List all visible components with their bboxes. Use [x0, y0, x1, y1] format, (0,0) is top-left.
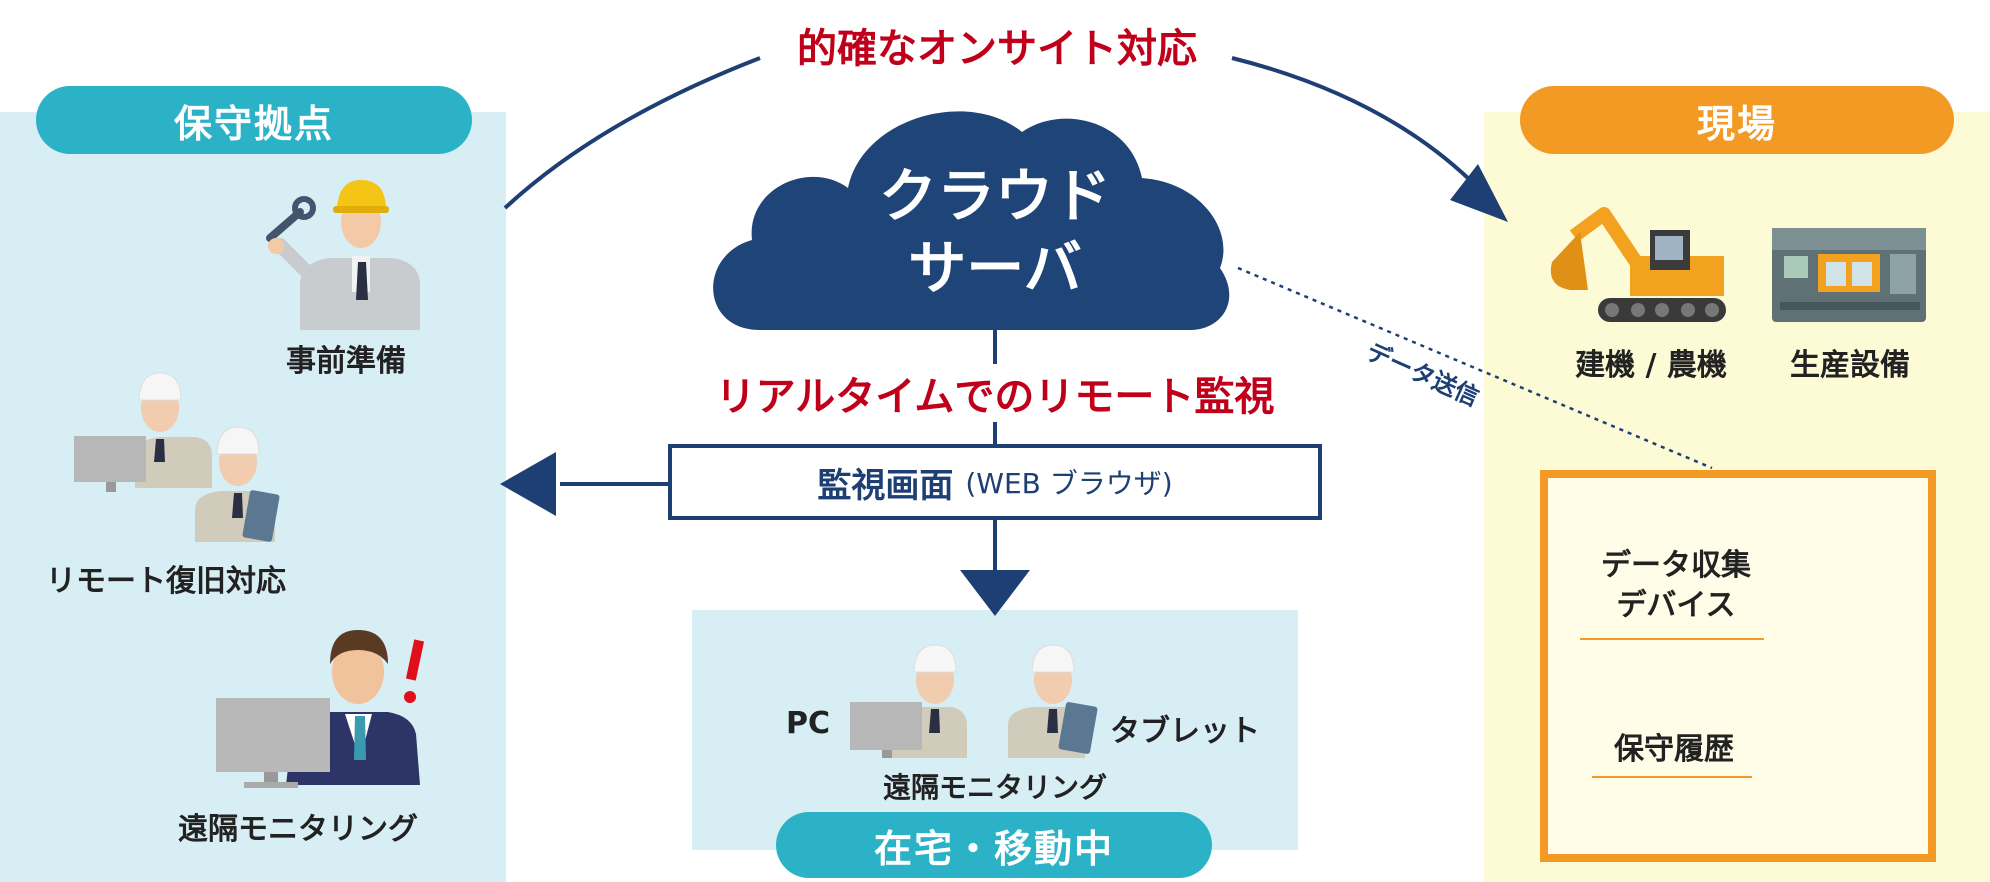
production-equipment-illustration	[1772, 228, 1926, 322]
businessman-alert-illustration	[216, 630, 425, 788]
left-item-remote-monitoring: 遠隔モニタリング	[178, 812, 418, 847]
cloud-server-label: クラウド サーバ	[820, 160, 1170, 304]
bottom-tablet-label: タブレット	[1110, 714, 1260, 749]
monitor-main-label: 監視画面	[817, 465, 954, 506]
left-item-remote-recovery: リモート復旧対応	[46, 564, 286, 599]
machines-label: 建機 / 農機	[1575, 348, 1727, 383]
maintenance-base-title: 保守拠点	[36, 86, 472, 154]
monitor-sub-label: (WEB ブラウザ)	[965, 467, 1173, 500]
history-underline	[1592, 776, 1752, 778]
device-frame	[1540, 470, 1936, 862]
data-device-label: データ収集 デバイス	[1576, 546, 1776, 626]
excavator-illustration	[1550, 207, 1726, 322]
bottom-workers-illustration	[850, 644, 1098, 758]
bottom-pc-label: PC	[786, 706, 831, 741]
bottom-panel-bg	[692, 610, 1298, 850]
bottom-remote-monitoring-label: 遠隔モニタリング	[882, 771, 1107, 804]
device-line-2: デバイス	[1616, 588, 1736, 623]
monitor-screen-box: 監視画面 (WEB ブラウザ)	[668, 444, 1322, 520]
left-item-preparation: 事前準備	[286, 344, 406, 379]
device-line-1: データ収集	[1601, 548, 1751, 583]
home-mobile-title: 在宅・移動中	[776, 812, 1212, 878]
arrow-to-bottom	[960, 570, 1030, 616]
cloud-shape	[713, 111, 1230, 330]
maintenance-history-label: 保守履歴	[1614, 732, 1734, 767]
realtime-monitoring-label: リアルタイムでのリモート監視	[680, 364, 1310, 422]
worker-wrench-illustration	[266, 180, 420, 330]
device-underline	[1580, 638, 1764, 640]
arrow-to-left	[500, 452, 556, 516]
workers-pc-tablet-illustration	[74, 372, 280, 542]
onsite-response-label: 的確なオンサイト対応	[797, 26, 1197, 72]
site-title: 現場	[1520, 86, 1954, 154]
production-label: 生産設備	[1790, 348, 1910, 383]
cloud-line-2: サーバ	[908, 234, 1082, 302]
cloud-line-1: クラウド	[878, 162, 1111, 230]
arrow-to-site	[1450, 164, 1508, 222]
